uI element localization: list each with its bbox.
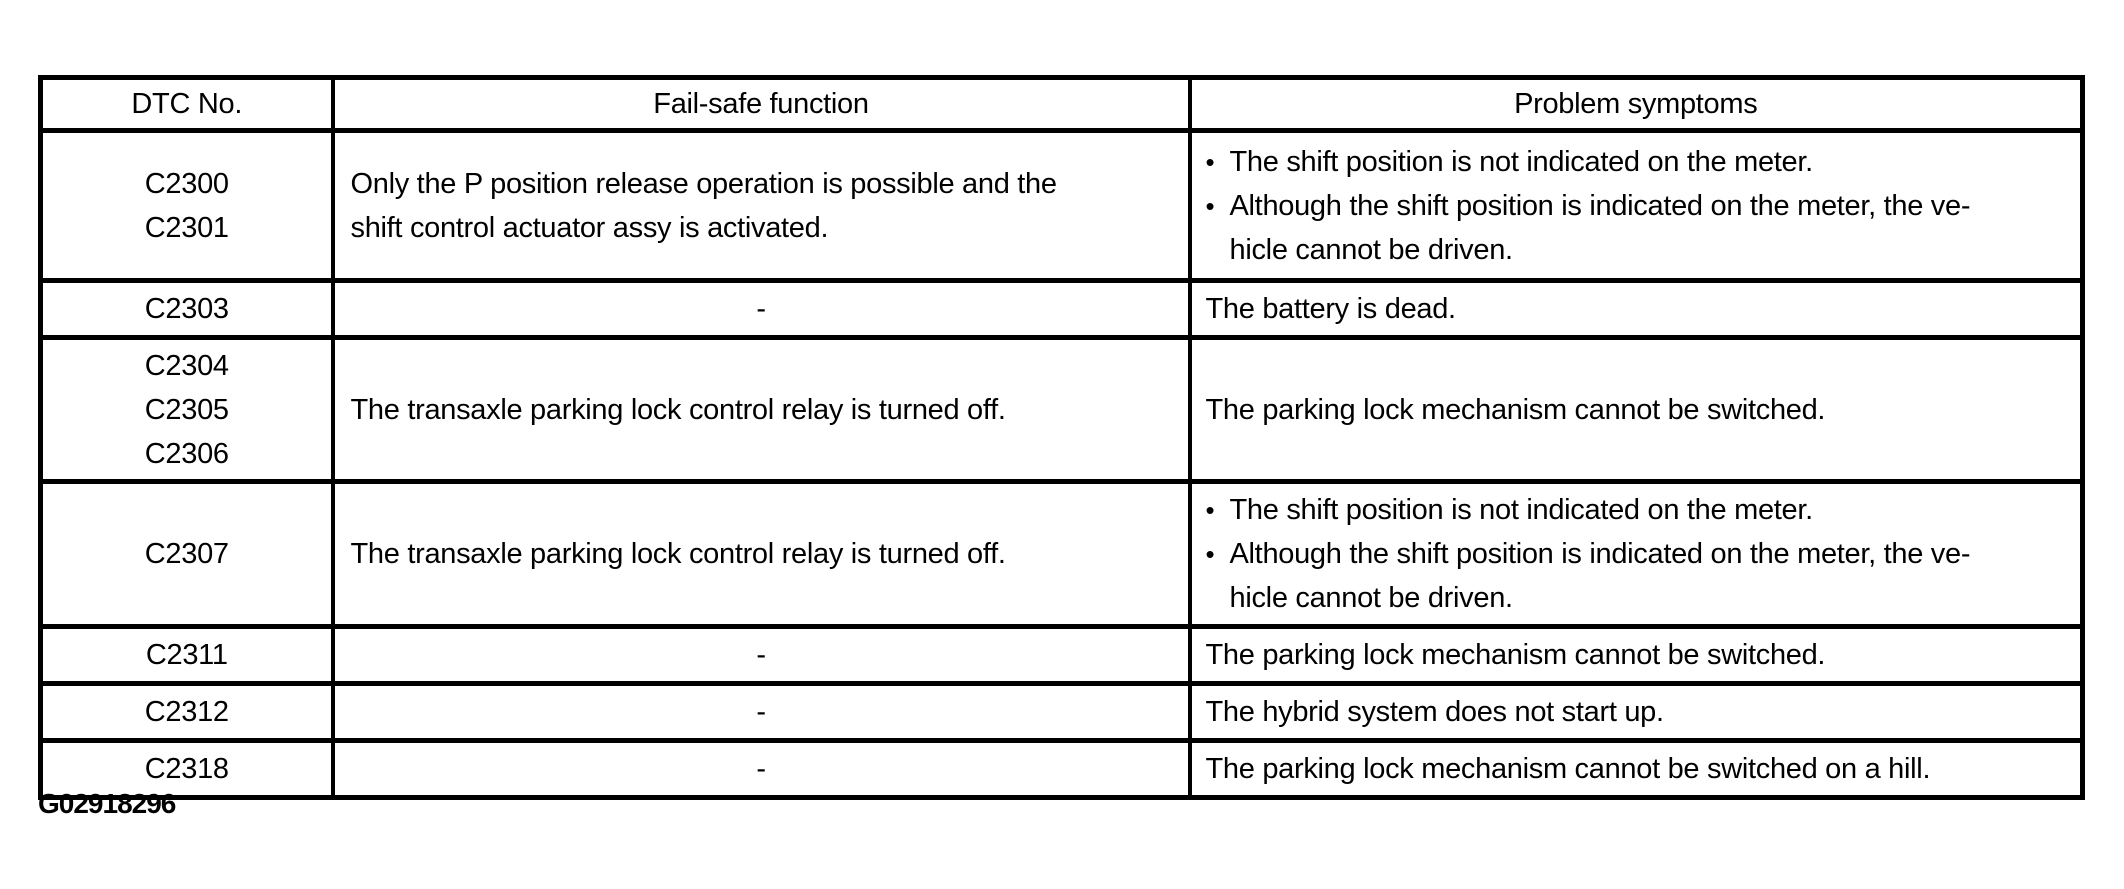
symptom-text: Although the shift position is indicated… — [1230, 532, 2067, 620]
failsafe-text-line: Only the P position release operation is… — [350, 167, 1058, 200]
symptom-bullet-item: • Although the shift position is indicate… — [1206, 532, 2067, 620]
failsafe-text-line: - — [756, 696, 766, 728]
bullet-icon: • — [1205, 190, 1215, 221]
failsafe-text-line: shift control actuator assy is activated… — [350, 211, 829, 244]
dtc-code: C2301 — [144, 211, 229, 244]
dtc-code: C2311 — [145, 639, 228, 671]
symptoms-cell: The battery is dead. — [1187, 278, 2085, 340]
dtc-codes-cell: C2303 — [38, 278, 335, 340]
symptom-text-line: The shift position is not indicated on t… — [1229, 494, 1814, 526]
symptoms-cell: • The shift position is not indicated on … — [1187, 479, 2085, 629]
table-row: C2311 - The parking lock mechanism cannot … — [38, 624, 2085, 686]
dtc-code: C2312 — [144, 696, 229, 728]
failsafe-text-line: - — [756, 639, 766, 671]
symptom-text: The shift position is not indicated on t… — [1230, 488, 2067, 532]
symptom-text-line: Although the shift position is indicated… — [1229, 538, 1971, 570]
symptom-text-line: The parking lock mechanism cannot be swi… — [1205, 639, 1826, 671]
symptoms-cell: The parking lock mechanism cannot be swi… — [1187, 738, 2085, 800]
symptom-bullet-item: • The shift position is not indicated on … — [1206, 140, 2067, 184]
symptom-bullet-item: • Although the shift position is indicate… — [1206, 184, 2067, 272]
bullet-icon: • — [1205, 146, 1215, 177]
figure-id-label: G02918296 — [38, 788, 176, 819]
failsafe-cell: The transaxle parking lock control relay… — [330, 335, 1192, 484]
symptom-text: The shift position is not indicated on t… — [1230, 140, 2067, 184]
table-row: C2312 - The hybrid system does not start u… — [38, 681, 2085, 743]
symptoms-cell: The parking lock mechanism cannot be swi… — [1187, 335, 2085, 484]
failsafe-cell: - — [330, 738, 1192, 800]
dtc-code: C2305 — [144, 393, 229, 426]
failsafe-cell: - — [330, 681, 1192, 743]
symptoms-cell: The hybrid system does not start up. — [1187, 681, 2085, 743]
symptom-text-line: The shift position is not indicated on t… — [1229, 145, 1814, 178]
symptom-text-line: hicle cannot be driven. — [1229, 582, 1514, 614]
table-row: C2303 - The battery is dead. — [38, 278, 2085, 340]
symptom-text-line: Although the shift position is indicated… — [1229, 189, 1971, 222]
symptoms-cell: • The shift position is not indicated on … — [1187, 128, 2085, 283]
table-row: C2307 The transaxle parking lock control … — [38, 479, 2085, 629]
dtc-code: C2300 — [144, 167, 229, 200]
bullet-icon: • — [1205, 495, 1215, 525]
failsafe-cell: - — [330, 278, 1192, 340]
dtc-code: C2318 — [144, 753, 229, 785]
failsafe-text-line: The transaxle parking lock control relay… — [350, 393, 1006, 426]
symptom-text-line: The parking lock mechanism cannot be swi… — [1205, 393, 1826, 426]
dtc-codes-cell: C2311 — [38, 624, 335, 686]
failsafe-cell: The transaxle parking lock control relay… — [330, 479, 1192, 629]
header-row: DTC No. Fail-safe function Problem sympt… — [38, 75, 2085, 133]
failsafe-cell: - — [330, 624, 1192, 686]
dtc-code: C2304 — [144, 349, 229, 382]
symptoms-cell: The parking lock mechanism cannot be swi… — [1187, 624, 2085, 686]
dtc-codes-cell: C2312 — [38, 681, 335, 743]
dtc-failsafe-table: DTC No. Fail-safe function Problem sympt… — [38, 75, 2085, 800]
dtc-code: C2303 — [144, 293, 229, 325]
dtc-codes-cell: C2307 — [38, 479, 335, 629]
symptom-text: Although the shift position is indicated… — [1230, 184, 2067, 272]
failsafe-text-line: The transaxle parking lock control relay… — [350, 538, 1006, 570]
symptom-text-line: The battery is dead. — [1205, 293, 1457, 325]
symptom-bullet-item: • The shift position is not indicated on … — [1206, 488, 2067, 532]
dtc-codes-cell: C2318 — [38, 738, 335, 800]
column-header-dtc-no: DTC No. — [38, 75, 335, 133]
failsafe-text-line: - — [756, 753, 766, 785]
symptom-text-line: hicle cannot be driven. — [1229, 233, 1514, 266]
symptom-text-line: The parking lock mechanism cannot be swi… — [1205, 753, 1931, 785]
failsafe-cell: Only the P position release operation is… — [330, 128, 1192, 283]
column-header-fail-safe-function: Fail-safe function — [330, 75, 1192, 133]
column-header-problem-symptoms: Problem symptoms — [1187, 75, 2085, 133]
dtc-code: C2306 — [144, 437, 229, 470]
symptom-text-line: The hybrid system does not start up. — [1205, 696, 1665, 728]
dtc-code: C2307 — [144, 538, 229, 570]
bullet-icon: • — [1205, 539, 1215, 569]
failsafe-text-line: - — [756, 293, 766, 325]
table-row: C2318 - The parking lock mechanism cannot … — [38, 738, 2085, 800]
